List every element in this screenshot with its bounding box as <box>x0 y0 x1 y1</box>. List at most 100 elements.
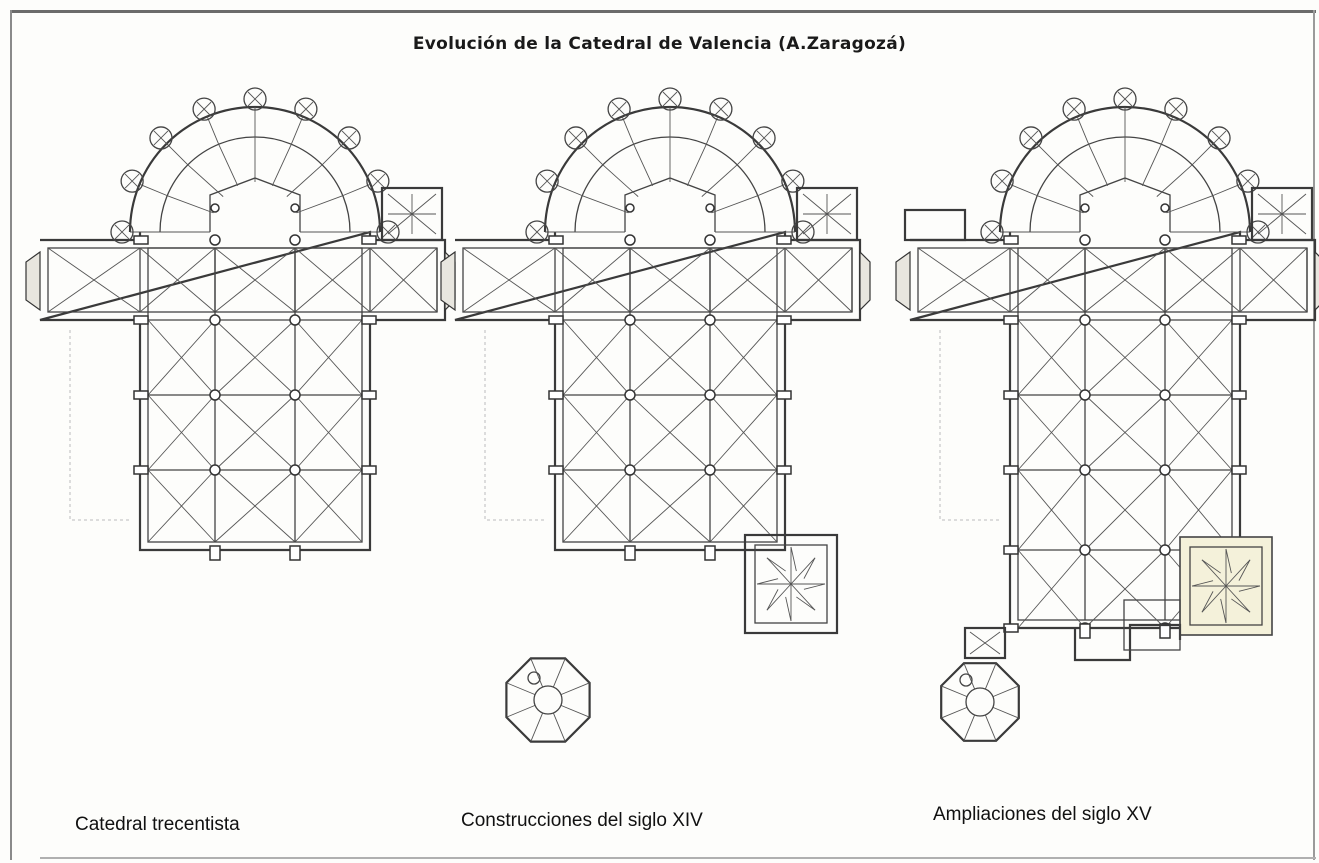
radiating-chapel <box>1113 87 1137 111</box>
buttress <box>1003 235 1019 245</box>
radiating-chapel <box>110 220 134 244</box>
plan-siglo-xv <box>895 87 1319 742</box>
radiating-chapel <box>535 169 559 193</box>
buttress <box>1231 315 1247 325</box>
buttress <box>776 315 792 325</box>
presbytery <box>1079 177 1171 232</box>
sacristy <box>380 186 444 242</box>
radiating-chapel <box>376 220 400 244</box>
buttress <box>1003 545 1019 555</box>
radiating-chapel <box>1062 97 1086 121</box>
pier <box>624 234 636 246</box>
pier <box>705 203 715 213</box>
caption-plan-1: Catedral trecentista <box>75 814 240 835</box>
pier <box>1079 389 1091 401</box>
pier <box>1079 234 1091 246</box>
buttress <box>624 545 636 561</box>
buttress <box>1003 465 1019 475</box>
radiating-chapel <box>337 126 361 150</box>
buttress <box>1231 390 1247 400</box>
portal-left <box>440 250 456 312</box>
radiating-chapel <box>1207 126 1231 150</box>
radiating-chapel <box>564 126 588 150</box>
pier <box>704 234 716 246</box>
chapel-inner <box>1189 546 1263 626</box>
outer-wall <box>454 230 862 552</box>
radiating-chapel <box>709 97 733 121</box>
radiating-chapel <box>149 126 173 150</box>
bell-tower-miguelete <box>505 657 591 743</box>
frame-left-border <box>10 10 12 860</box>
pier <box>290 203 300 213</box>
buttress <box>133 235 149 245</box>
radiating-chapel <box>607 97 631 121</box>
radiating-chapel <box>294 97 318 121</box>
frame-right-border <box>1313 10 1315 860</box>
chapel-inner <box>754 544 828 624</box>
sala-capitular <box>743 533 839 635</box>
radiating-chapel <box>980 220 1004 244</box>
radiating-chapel <box>1236 169 1260 193</box>
lower-chapel <box>963 626 1007 660</box>
sacristy <box>1250 186 1314 242</box>
outer-wall <box>39 230 447 552</box>
radiating-chapel <box>1164 97 1188 121</box>
pier <box>209 389 221 401</box>
buttress <box>548 465 564 475</box>
caption-plan-2: Construcciones del siglo XIV <box>461 810 703 831</box>
presbytery <box>209 177 301 232</box>
pier <box>1159 234 1171 246</box>
diagram-title: Evolución de la Catedral de Valencia (A.… <box>412 34 907 54</box>
buttress <box>548 390 564 400</box>
radiating-chapel <box>791 220 815 244</box>
frame-top-border <box>10 10 1316 13</box>
pier <box>1159 389 1171 401</box>
pier <box>1160 203 1170 213</box>
faint-outline <box>939 330 1000 521</box>
pier <box>1079 314 1091 326</box>
portal-right <box>859 250 871 312</box>
radiating-chapel <box>525 220 549 244</box>
buttress <box>548 235 564 245</box>
buttress <box>361 465 377 475</box>
bell-tower-core <box>965 687 995 717</box>
portal-left <box>895 250 911 312</box>
pier <box>1159 544 1171 556</box>
buttress <box>704 545 716 561</box>
pier <box>1079 544 1091 556</box>
portal-left <box>25 250 41 312</box>
radiating-chapel <box>781 169 805 193</box>
pier <box>704 464 716 476</box>
pier <box>209 314 221 326</box>
pier <box>1080 203 1090 213</box>
pier <box>210 203 220 213</box>
presbytery <box>624 177 716 232</box>
radiating-chapel <box>243 87 267 111</box>
pier <box>289 464 301 476</box>
buttress <box>1003 315 1019 325</box>
radiating-chapel <box>990 169 1014 193</box>
upper-left-chapel <box>903 208 967 242</box>
pier <box>624 389 636 401</box>
radiating-chapel <box>366 169 390 193</box>
buttress <box>1231 465 1247 475</box>
pier <box>704 389 716 401</box>
pier <box>289 314 301 326</box>
pier <box>1079 464 1091 476</box>
portal-right <box>1314 250 1319 312</box>
radiating-chapel <box>1019 126 1043 150</box>
nave-inner <box>1017 247 1233 621</box>
radiating-chapel <box>658 87 682 111</box>
buttress <box>361 315 377 325</box>
radiating-chapel <box>192 97 216 121</box>
plan-catedral-trecentista <box>25 87 456 561</box>
small-chapels <box>1123 599 1181 651</box>
pier <box>624 464 636 476</box>
faint-outline <box>69 330 130 521</box>
stair-turret <box>527 671 541 685</box>
pier <box>704 314 716 326</box>
faint-outline <box>484 330 545 521</box>
pier <box>209 464 221 476</box>
